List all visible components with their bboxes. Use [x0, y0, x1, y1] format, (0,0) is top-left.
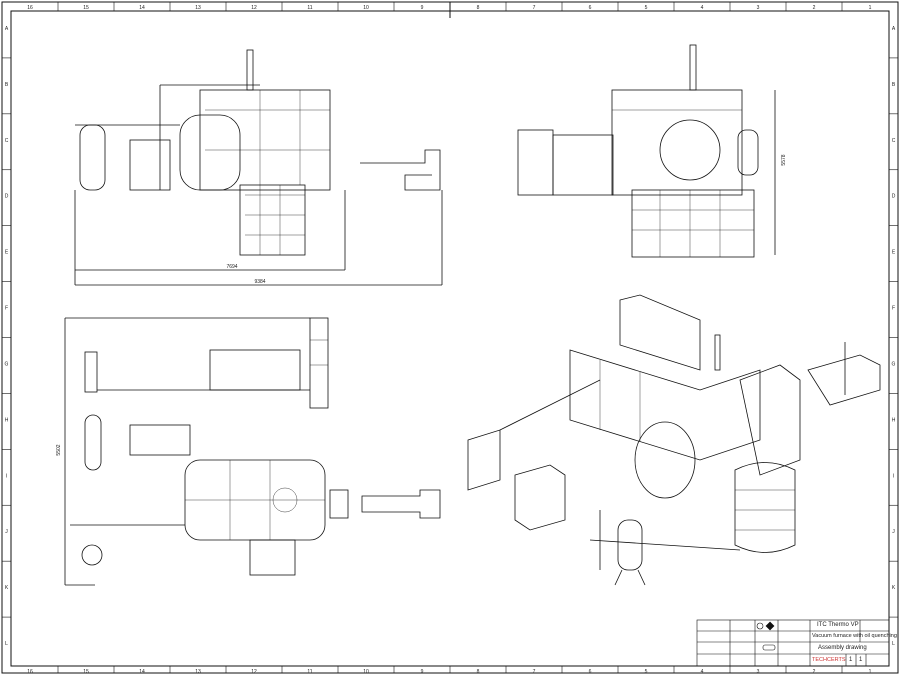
zone-label: 13 — [195, 5, 201, 11]
title-drawing-type: Assembly drawing — [818, 645, 867, 651]
zone-label: 1 — [869, 669, 872, 675]
zone-label: 16 — [27, 5, 33, 11]
front-dim-inner: 7694 — [226, 264, 237, 270]
zone-label: F — [5, 306, 8, 312]
zone-label: L — [892, 641, 895, 647]
zone-label: 11 — [307, 669, 312, 675]
sheet-count: 1 — [859, 657, 863, 663]
zone-label: 5 — [645, 5, 648, 11]
zone-label: 4 — [701, 669, 704, 675]
zone-label: C — [5, 138, 9, 144]
isometric-view — [467, 294, 881, 586]
zone-label: 16 — [27, 669, 33, 675]
zone-label: A — [5, 26, 9, 32]
zone-label: I — [6, 473, 7, 479]
zone-label: 10 — [363, 5, 369, 11]
zone-label: E — [5, 250, 9, 256]
zone-label: 9 — [421, 669, 424, 675]
zone-label: B — [5, 82, 9, 88]
zone-label: 2 — [813, 669, 816, 675]
zone-label: H — [892, 417, 896, 423]
zone-label: K — [5, 585, 9, 591]
zone-label: 12 — [251, 669, 257, 675]
zone-label: 8 — [477, 669, 480, 675]
zone-label: 4 — [701, 5, 704, 11]
zone-label: 5 — [645, 669, 648, 675]
zone-label: 2 — [813, 5, 816, 11]
zone-label: B — [892, 82, 896, 88]
side-dim-height: 5578 — [781, 154, 787, 165]
zone-label: 15 — [83, 5, 89, 11]
zone-label: C — [892, 138, 896, 144]
zone-label: 13 — [195, 669, 201, 675]
sheet-number: 1 — [849, 657, 853, 663]
zone-label: 11 — [307, 5, 312, 11]
zone-label: 9 — [421, 5, 424, 11]
top-dim-depth: 5502 — [56, 444, 62, 455]
title-product: ITC Thermo VP — [817, 622, 859, 628]
zone-label: G — [5, 361, 9, 367]
zone-label: J — [892, 529, 895, 535]
company-logo: TECHCERTS — [812, 657, 846, 663]
top-view — [64, 317, 441, 586]
zone-label: 3 — [757, 5, 760, 11]
side-view — [517, 44, 776, 258]
title-block — [696, 619, 890, 667]
zone-label: 15 — [83, 669, 89, 675]
zone-label: 8 — [477, 5, 480, 11]
zone-label: A — [892, 26, 896, 32]
zone-label: 14 — [139, 5, 145, 11]
zone-label: H — [5, 417, 9, 423]
zone-label: 3 — [757, 669, 760, 675]
zone-label: D — [892, 194, 896, 200]
title-description: Vacuum furnace with oil quenching — [812, 633, 897, 639]
zone-label: G — [892, 361, 896, 367]
zone-label: 7 — [533, 669, 536, 675]
zone-label: 7 — [533, 5, 536, 11]
zone-label: 12 — [251, 5, 257, 11]
zone-label: 6 — [589, 669, 592, 675]
zone-label: D — [5, 194, 9, 200]
zone-label: E — [892, 250, 896, 256]
zone-label: 1 — [869, 5, 872, 11]
zone-label: F — [892, 306, 895, 312]
inner-frame — [10, 10, 890, 667]
zone-label: I — [893, 473, 894, 479]
zone-label: 10 — [363, 669, 369, 675]
zone-label: 6 — [589, 5, 592, 11]
zone-label: K — [892, 585, 896, 591]
front-dim-outer: 9384 — [254, 279, 265, 285]
front-view — [74, 49, 443, 286]
zone-label: L — [5, 641, 8, 647]
zone-label: J — [5, 529, 8, 535]
zone-label: 14 — [139, 669, 145, 675]
